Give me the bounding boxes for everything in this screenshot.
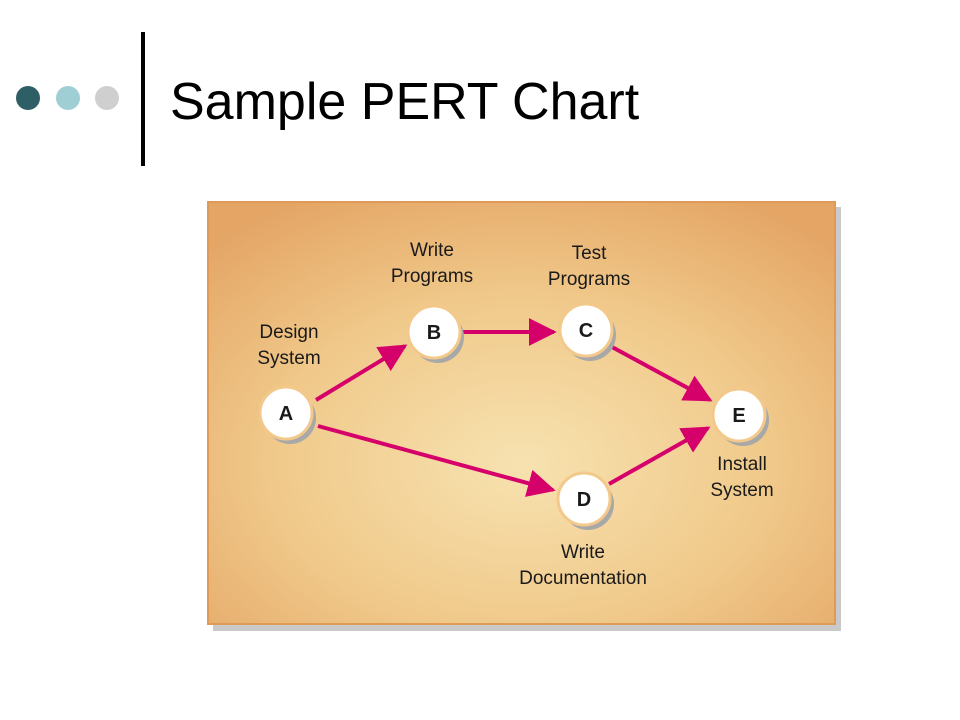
edge-a-d — [317, 424, 556, 497]
node-label: B — [427, 322, 441, 344]
caption-c-line2: Programs — [548, 269, 630, 290]
node-d: D — [556, 471, 614, 530]
bullet-dot-dark — [16, 86, 40, 110]
caption-b-line1: Write — [410, 240, 454, 261]
edge-a-b — [314, 344, 408, 402]
node-circle — [406, 304, 462, 360]
node-label: D — [577, 489, 591, 511]
node-b: B — [406, 304, 464, 363]
node-circle — [258, 385, 314, 441]
node-e: E — [711, 387, 769, 446]
caption-a-line2: System — [257, 348, 320, 369]
edge-c-e — [611, 345, 713, 402]
slide-title: Sample PERT Chart — [170, 73, 640, 131]
node-label: E — [732, 405, 745, 427]
node-label: C — [579, 320, 593, 342]
caption-b-line2: Programs — [391, 266, 473, 287]
node-label: A — [279, 403, 293, 425]
node-c: C — [558, 302, 616, 361]
caption-c-line1: Test — [572, 243, 608, 264]
caption-a-line1: Design — [259, 322, 318, 343]
caption-d-line1: Write — [561, 542, 605, 563]
node-circle — [711, 387, 767, 443]
node-a: A — [258, 385, 316, 444]
bullet-dot-teal — [56, 86, 80, 110]
caption-e-line1: Install — [717, 454, 767, 475]
caption-e-line2: System — [710, 480, 773, 501]
title-divider — [141, 32, 145, 166]
node-circle — [556, 471, 612, 527]
bullet-dot-gray — [95, 86, 119, 110]
node-circle — [558, 302, 614, 358]
caption-d-line2: Documentation — [519, 568, 647, 589]
edge-d-e — [608, 426, 711, 486]
edges — [314, 318, 713, 497]
